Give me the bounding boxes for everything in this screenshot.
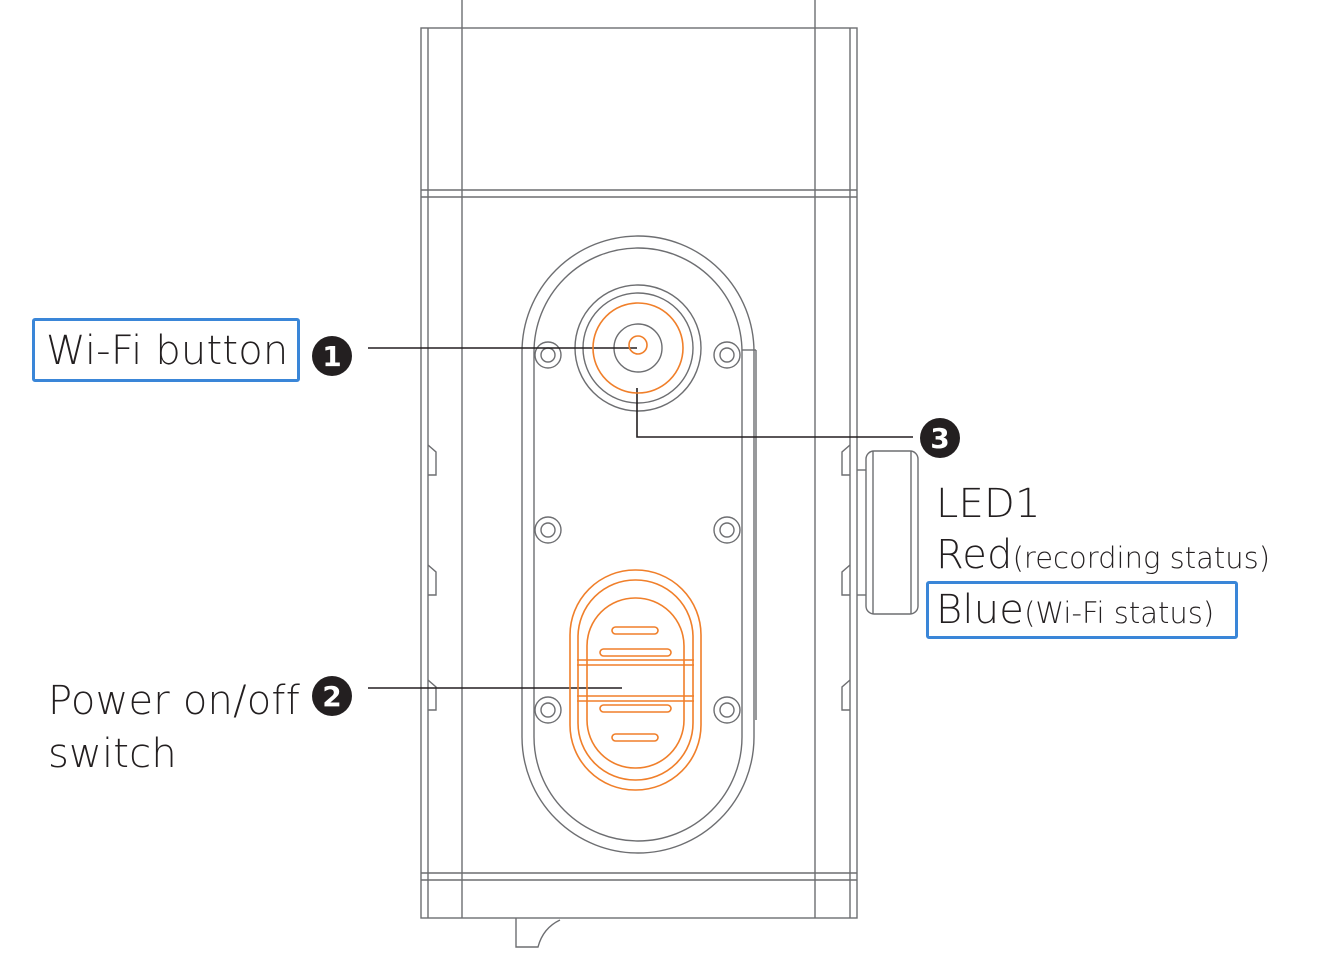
power-switch-housing [569,569,702,791]
power-switch [586,597,685,769]
wifi-button [592,302,684,394]
callout-badge-2: 2 [312,676,352,716]
faceplate [521,235,755,854]
led-blue-detail: (Wi-Fi status) [1024,596,1215,630]
wifi-label-box [32,318,300,382]
power-switch-label-line1: Power on/off [48,678,300,724]
led-module [865,450,919,615]
power-switch-label-line2: switch [48,731,177,777]
led-blue-status: Blue(Wi-Fi status) [936,590,1214,630]
led-red-status: Red(recording status) [936,535,1270,575]
device-body [420,27,858,919]
led-red-detail: (recording status) [1012,541,1271,575]
led-title: LED1 [936,481,1041,527]
led-red-label: Red [936,532,1013,578]
led-blue-label: Blue [936,587,1025,633]
blue-status-box [926,581,1238,639]
callout-badge-3: 3 [920,418,960,458]
wifi-button-label: Wi-Fi button [46,328,289,374]
callout-badge-1: 1 [312,336,352,376]
